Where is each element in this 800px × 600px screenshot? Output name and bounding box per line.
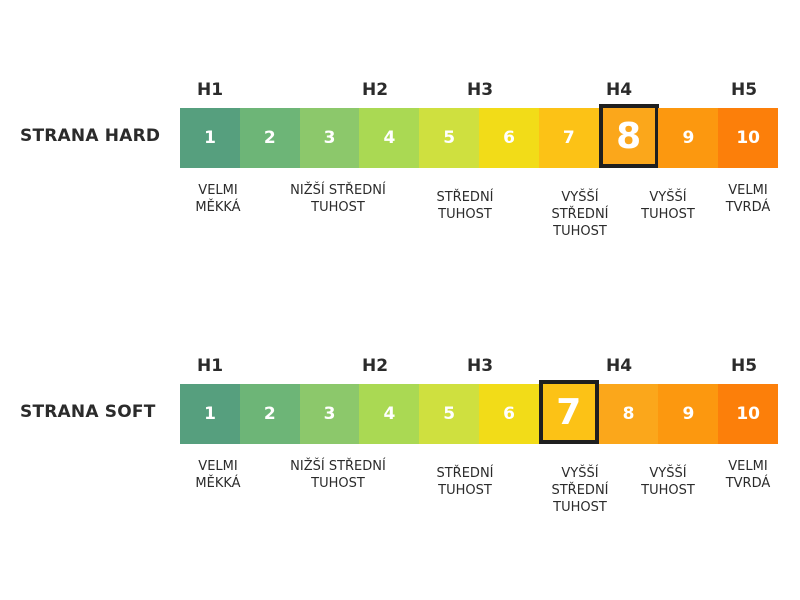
descriptor-very-soft: VELMI MĚKKÁ [195,182,240,216]
descriptor-line: TUHOST [311,200,365,215]
descriptor-very-hard: VELMI TVRDÁ [726,182,771,216]
descriptor-line: STŘEDNÍ [436,466,494,481]
descriptor-line: VYŠŠÍ [561,466,599,481]
segment-3: 3 [299,108,360,168]
segment-5: 5 [419,384,480,444]
descriptor-line: VELMI [728,183,768,198]
descriptor-line: TUHOST [641,207,695,222]
h-marker-h1: H1 [196,80,224,100]
h-marker-h3: H3 [466,80,494,100]
descriptor-line: VELMI [198,183,238,198]
segment-3: 3 [299,384,360,444]
segment-2: 2 [239,108,300,168]
segment-7: 7 [538,108,599,168]
descriptor-line: NIŽŠÍ STŘEDNÍ [290,183,386,198]
descriptor-line: MĚKKÁ [195,476,241,491]
descriptor-line: VYŠŠÍ [649,466,687,481]
descriptor-higher: VYŠŠÍ TUHOST [641,465,695,499]
segment-9: 9 [658,384,719,444]
segment-1: 1 [180,108,240,168]
descriptor-line: TUHOST [438,483,492,498]
segment-4: 4 [359,384,420,444]
scale-title: STRANA HARD [20,126,161,146]
hardness-scale-hard: STRANA HARD H1 H2 H3 H4 H5 1 2 3 4 5 6 7… [0,70,800,250]
descriptor-very-hard: VELMI TVRDÁ [726,458,771,492]
h-marker-h2: H2 [361,356,389,376]
descriptor-medium: STŘEDNÍ TUHOST [436,189,493,223]
descriptor-labels: VELMI MĚKKÁ NIŽŠÍ STŘEDNÍ TUHOST STŘEDNÍ… [0,458,800,528]
descriptor-line: NIŽŠÍ STŘEDNÍ [290,459,386,474]
descriptor-line: STŘEDNÍ [551,207,609,222]
descriptor-lower-medium: NIŽŠÍ STŘEDNÍ TUHOST [290,182,386,216]
segment-6: 6 [479,384,539,444]
descriptor-line: TUHOST [311,476,365,491]
hardness-bar: 1 2 3 4 5 6 7 8 9 10 [180,380,779,444]
h-level-markers: H1 H2 H3 H4 H5 [0,80,800,104]
segment-9: 9 [658,108,719,168]
hardness-bar: 1 2 3 4 5 6 7 8 9 10 [180,104,779,168]
descriptor-line: TUHOST [438,207,492,222]
descriptor-line: STŘEDNÍ [436,190,494,205]
descriptor-line: TUHOST [553,224,607,239]
h-marker-h4: H4 [605,80,633,100]
descriptor-medium: STŘEDNÍ TUHOST [436,465,493,499]
segment-6: 6 [479,108,539,168]
h-marker-h2: H2 [361,80,389,100]
descriptor-line: TUHOST [553,500,607,515]
descriptor-lower-medium: NIŽŠÍ STŘEDNÍ TUHOST [290,458,386,492]
descriptor-line: STŘEDNÍ [551,483,609,498]
descriptor-line: VELMI [198,459,238,474]
h-marker-h5: H5 [730,356,758,376]
descriptor-very-soft: VELMI MĚKKÁ [195,458,240,492]
descriptor-line: VYŠŠÍ [649,190,687,205]
descriptor-line: VYŠŠÍ [561,190,599,205]
descriptor-line: TVRDÁ [725,476,771,491]
segment-10: 10 [718,384,779,444]
segment-1: 1 [180,384,240,444]
h-marker-h3: H3 [466,356,494,376]
scale-title: STRANA SOFT [20,402,156,422]
descriptor-higher-medium: VYŠŠÍ STŘEDNÍ TUHOST [551,189,608,240]
descriptor-higher: VYŠŠÍ TUHOST [641,189,695,223]
h-marker-h5: H5 [730,80,758,100]
segment-7: 7 [538,380,599,444]
descriptor-labels: VELMI MĚKKÁ NIŽŠÍ STŘEDNÍ TUHOST STŘEDNÍ… [0,182,800,252]
descriptor-line: MĚKKÁ [195,200,241,215]
descriptor-higher-medium: VYŠŠÍ STŘEDNÍ TUHOST [551,465,608,516]
segment-5: 5 [419,108,480,168]
segment-8: 8 [598,384,659,444]
descriptor-line: VELMI [728,459,768,474]
segment-4: 4 [359,108,420,168]
segment-2: 2 [239,384,300,444]
hardness-scale-soft: STRANA SOFT H1 H2 H3 H4 H5 1 2 3 4 5 6 7… [0,346,800,526]
segment-10: 10 [718,108,779,168]
h-marker-h1: H1 [196,356,224,376]
h-marker-h4: H4 [605,356,633,376]
segment-8: 8 [598,104,659,168]
h-level-markers: H1 H2 H3 H4 H5 [0,356,800,380]
descriptor-line: TUHOST [641,483,695,498]
descriptor-line: TVRDÁ [725,200,771,215]
